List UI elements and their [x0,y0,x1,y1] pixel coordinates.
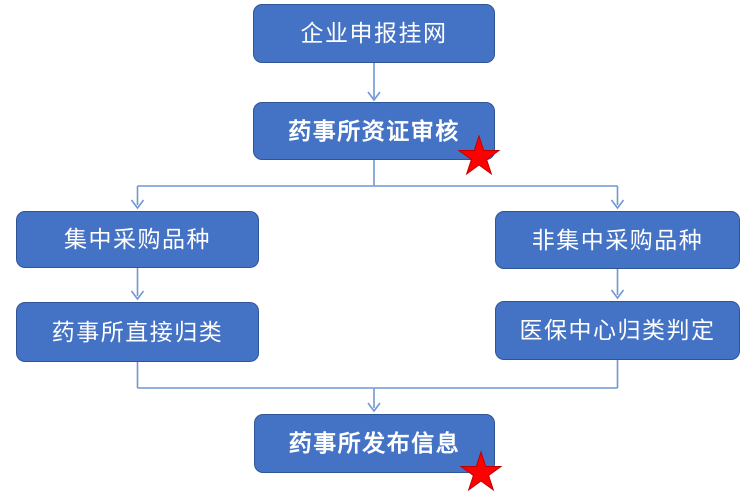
flow-node-enterprise-declaration: 企业申报挂网 [253,4,495,63]
flow-node-label: 非集中采购品种 [531,226,704,253]
arrowhead-down-icon [130,290,145,301]
connector-merge-to-publish [136,360,619,413]
connector-noncentral-to-insurance [610,269,625,300]
arrowhead-down-icon [367,402,381,413]
flow-node-label: 集中采购品种 [64,226,211,252]
arrowhead-down-icon [130,199,145,210]
flow-node-centralized-procurement: 集中采购品种 [16,211,259,268]
flow-node-insurance-center-classification: 医保中心归类判定 [495,301,740,360]
arrowhead-down-icon [610,289,625,300]
connector-declare-to-review [367,63,381,102]
connector-review-split [130,160,625,210]
flow-node-pharmacy-publish-info: 药事所发布信息 [254,414,495,473]
flow-node-label: 企业申报挂网 [300,20,448,46]
flow-node-label: 医保中心归类判定 [519,317,716,343]
flow-node-label: 药事所发布信息 [288,430,461,456]
arrowhead-down-icon [367,91,381,102]
flow-node-pharmacy-direct-classification: 药事所直接归类 [16,302,259,362]
flow-node-label: 药事所资证审核 [288,117,460,144]
flow-node-label: 药事所直接归类 [51,318,224,345]
flow-node-non-centralized-procurement: 非集中采购品种 [495,211,740,269]
arrowhead-down-icon [610,199,625,210]
flow-node-pharmacy-credential-review: 药事所资证审核 [253,102,495,160]
connector-central-to-direct [130,268,145,301]
